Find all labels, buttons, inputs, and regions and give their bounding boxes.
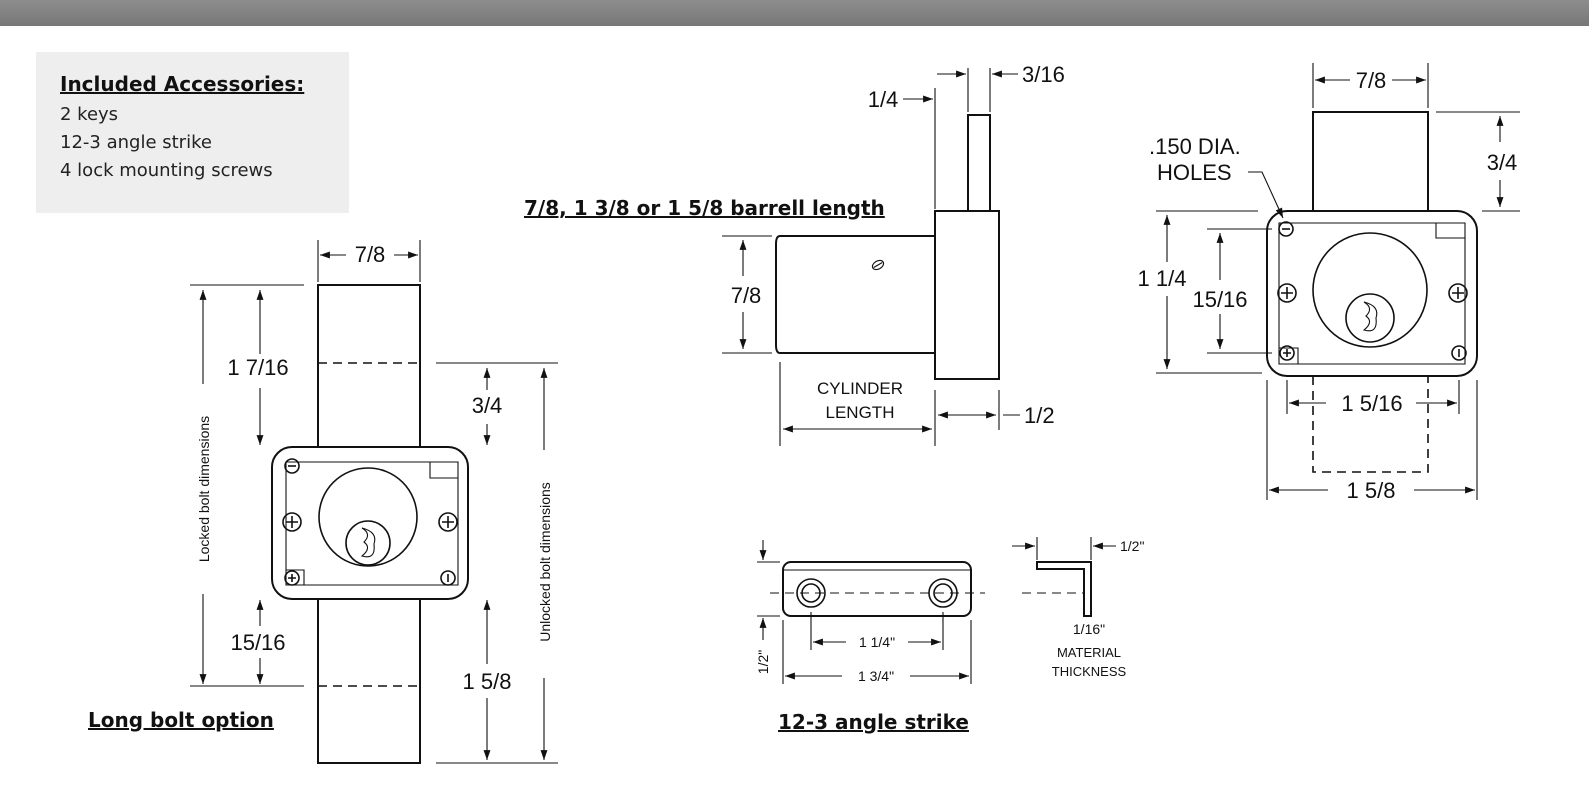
accessory-item-strike: 12-3 angle strike: [60, 132, 212, 153]
accessory-item-screws: 4 lock mounting screws: [60, 160, 273, 181]
cylinder-face: [318, 467, 418, 567]
accessories-box: Included Accessories: 2 keys 12-3 angle …: [36, 52, 349, 213]
side-bolt: [967, 114, 991, 212]
material-label-line1: MATERIAL: [1057, 645, 1121, 660]
side-view: 7/8, 1 3/8 or 1 5/8 barrell length 3/16 …: [524, 62, 1065, 446]
back-bolt-hidden: [1312, 376, 1429, 473]
side-lock-body: [934, 210, 1000, 380]
dim-strike-height: 1/2": [755, 650, 771, 674]
back-cylinder-face: [1312, 232, 1428, 348]
back-bolt: [1312, 111, 1429, 212]
dim-front-width: 7/8: [355, 242, 386, 267]
angle-strike-view: 1/2" 1 1/4" 1 3/4" 1/2" 1/16" MATERIAL T…: [755, 537, 1144, 734]
dim-bolt-thickness: 1/4: [868, 87, 899, 112]
holes-label-line1: .150 DIA.: [1149, 134, 1241, 159]
accessories-title: Included Accessories:: [60, 72, 305, 96]
strike-hole: [928, 578, 958, 608]
barrel: [775, 235, 936, 354]
barrel-length-caption: 7/8, 1 3/8 or 1 5/8 barrell length: [524, 196, 885, 220]
dim-back-body-height: 1 1/4: [1138, 266, 1187, 291]
dim-locked-top: 1 7/16: [227, 355, 288, 380]
back-view: 7/8 3/4 .150 DIA. HOLES 1 1/4 15/16 1 5/…: [1138, 63, 1520, 503]
strike-profile: [1036, 561, 1092, 617]
front-view: 7/8 1 7/16 15/16 Locked bolt dimensions …: [88, 240, 558, 764]
front-lock-body: [271, 446, 469, 600]
dim-barrel-diameter: 7/8: [731, 283, 762, 308]
dim-back-body-width: 1 5/8: [1347, 478, 1396, 503]
cylinder-length-line2: LENGTH: [826, 403, 895, 422]
material-label-line2: THICKNESS: [1052, 664, 1127, 679]
cylinder-length-line1: CYLINDER: [817, 379, 903, 398]
dim-strike-flange: 1/2": [1120, 538, 1144, 554]
dim-bolt-offset: 3/16: [1022, 62, 1065, 87]
angle-strike-caption: 12-3 angle strike: [778, 710, 969, 734]
dim-back-hole-spacing-h: 1 5/16: [1341, 391, 1402, 416]
locked-bolt-dimensions-label: Locked bolt dimensions: [196, 416, 212, 562]
dim-back-bolt-width: 7/8: [1356, 68, 1387, 93]
dim-unlocked-bottom: 1 5/8: [463, 669, 512, 694]
dim-strike-length: 1 3/4": [858, 668, 894, 684]
unlocked-bolt-dimensions-label: Unlocked bolt dimensions: [537, 482, 553, 642]
dim-strike-thickness: 1/16": [1073, 621, 1105, 637]
top-header-band: [0, 0, 1589, 26]
strike-hole: [796, 578, 826, 608]
accessory-item-keys: 2 keys: [60, 104, 119, 125]
dim-back-bolt-height: 3/4: [1487, 150, 1518, 175]
set-screw-icon: [871, 259, 885, 271]
holes-label-line2: HOLES: [1157, 160, 1232, 185]
dim-unlocked-top: 3/4: [472, 393, 503, 418]
keyway-icon: [345, 520, 391, 566]
long-bolt-caption: Long bolt option: [88, 708, 274, 732]
dim-strike-hole-spacing: 1 1/4": [859, 634, 895, 650]
back-keyway-icon: [1345, 293, 1395, 343]
dim-locked-bottom: 15/16: [230, 630, 285, 655]
strike-plate: [782, 561, 972, 617]
dim-back-hole-spacing-v: 15/16: [1192, 287, 1247, 312]
dim-body-depth: 1/2: [1024, 403, 1055, 428]
